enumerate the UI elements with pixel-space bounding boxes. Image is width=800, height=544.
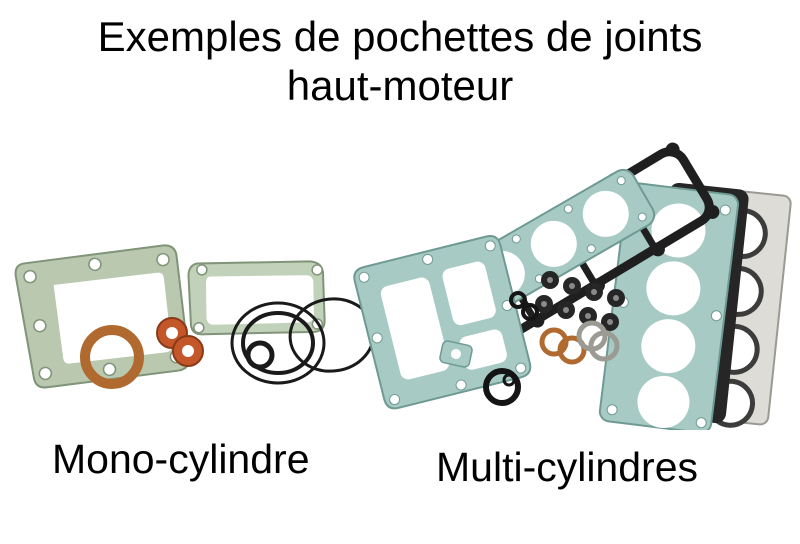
o-ring-with-seal: [483, 368, 521, 406]
bolt-holes: [358, 240, 527, 406]
caption-mono-cylindre: Mono-cylindre: [52, 436, 310, 482]
caption-multi-cylindres: Multi-cylindres: [436, 444, 698, 490]
title-line-2: haut-moteur: [286, 62, 514, 109]
mono-cover-gasket: [14, 244, 190, 389]
copper-washer: [80, 325, 144, 389]
steel-washers: [576, 320, 620, 362]
clutch-cover-gasket: [353, 235, 532, 410]
exhaust-gaskets: [156, 317, 204, 367]
small-gasket-plate: [439, 340, 473, 368]
multi-head-gasket: [598, 182, 740, 430]
title-line-1: Exemples de pochettes de joints: [97, 13, 703, 60]
cylinder-bores: [637, 203, 706, 428]
small-o-rings: [509, 291, 539, 321]
page-title: Exemples de pochettes de joints haut-mot…: [0, 12, 800, 110]
black-o-rings: [230, 297, 376, 385]
multi-cylinder-gasket-set-photo: [353, 142, 792, 430]
mono-cylinder-gasket-set-photo: [14, 244, 376, 389]
copper-washers: [539, 327, 587, 365]
valve-stem-seals: [535, 271, 625, 331]
bolt-holes: [193, 264, 324, 334]
